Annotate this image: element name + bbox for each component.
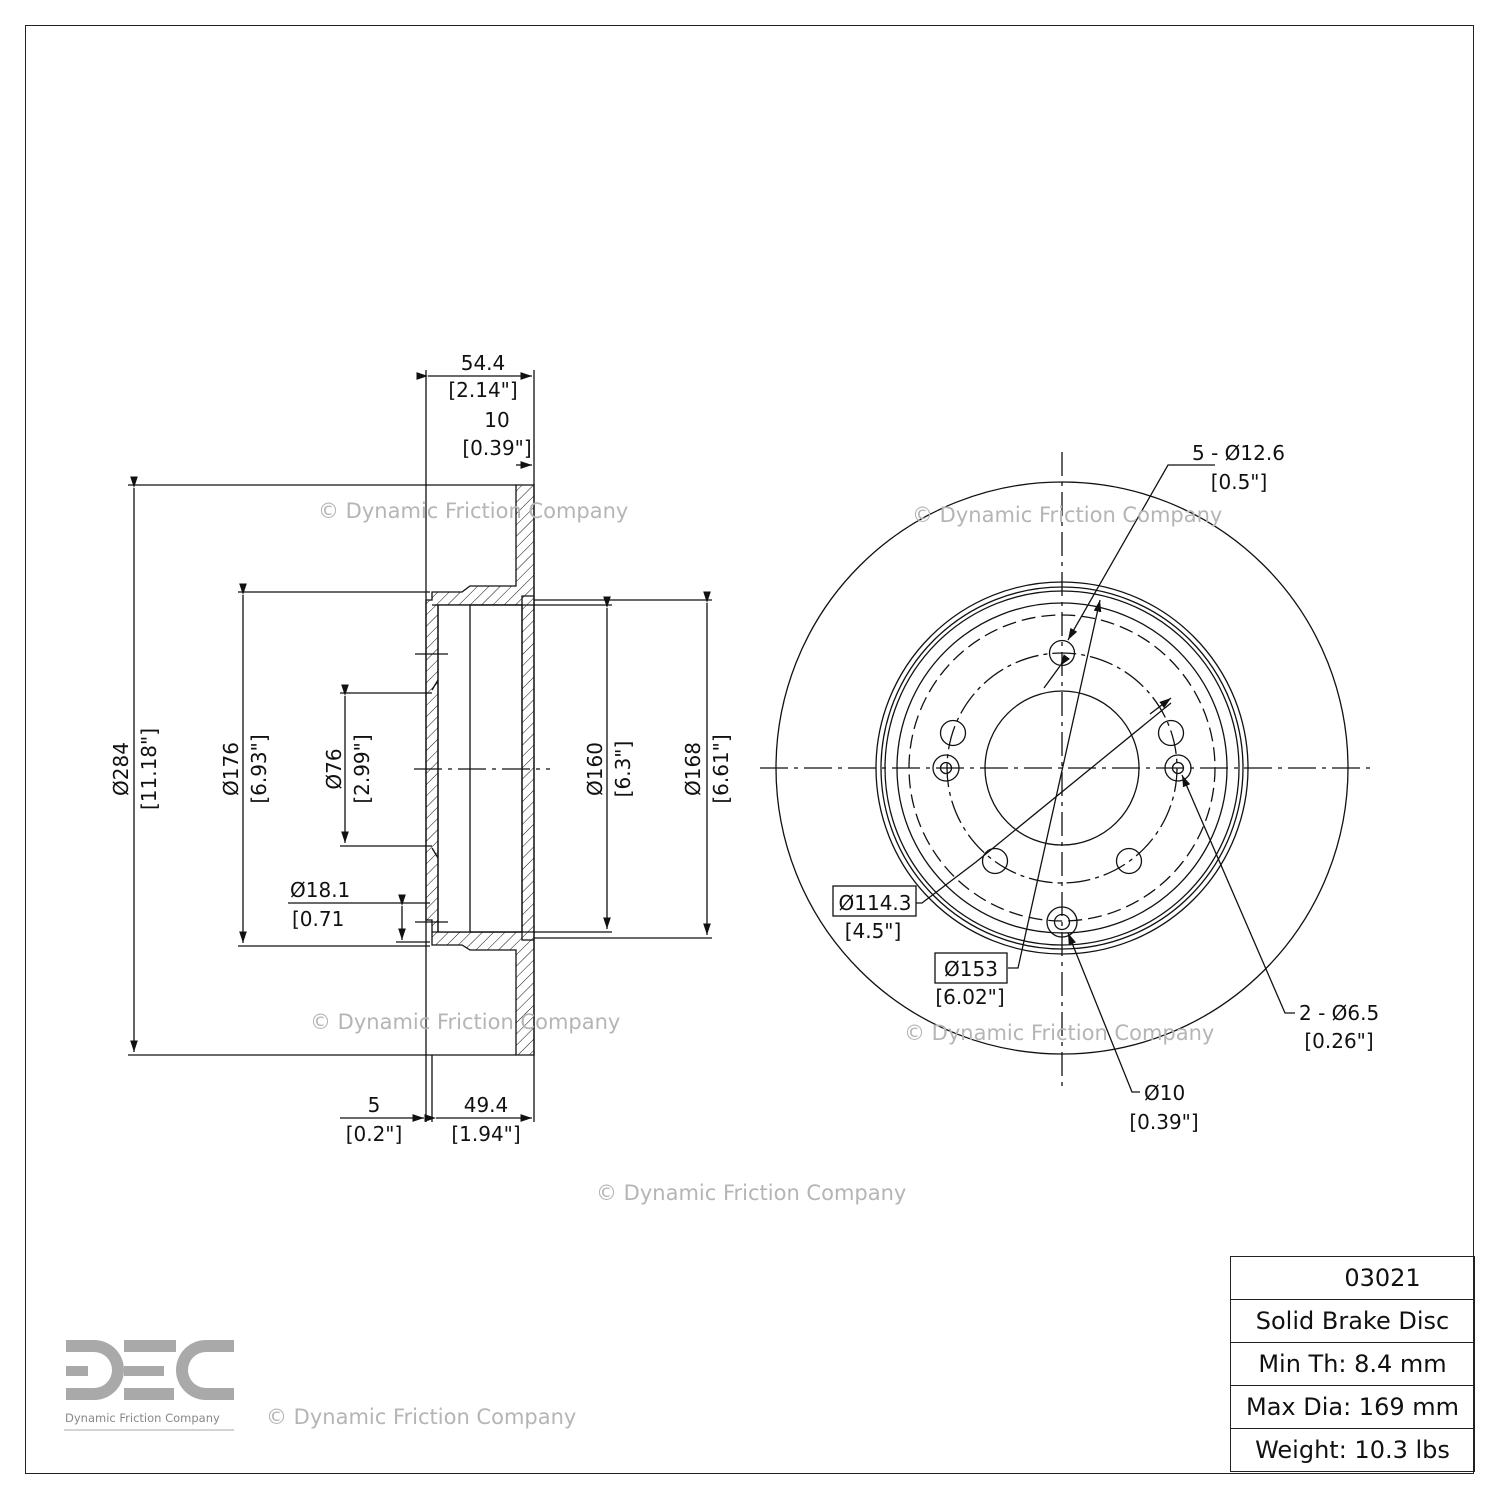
dim-label: [2.99"] xyxy=(350,734,374,803)
watermark: © Dynamic Friction Company xyxy=(310,1010,620,1034)
watermark: © Dynamic Friction Company xyxy=(266,1405,576,1429)
min-thickness: Min Th: 8.4 mm xyxy=(1230,1342,1475,1386)
logo-caption: Dynamic Friction Company xyxy=(65,1411,220,1425)
dim-label: Ø153 xyxy=(944,957,998,981)
side-section-view xyxy=(128,370,712,1122)
watermark: © Dynamic Friction Company xyxy=(912,503,1222,527)
dim-label: [6.61"] xyxy=(709,734,733,803)
dim-label: Ø76 xyxy=(322,748,346,789)
disc-type: Solid Brake Disc xyxy=(1230,1299,1475,1343)
dim-label: Ø176 xyxy=(219,742,243,796)
bolt-holes xyxy=(939,639,1185,875)
part-number: 03021 xyxy=(1230,1256,1475,1300)
dim-label: Ø10 xyxy=(1144,1081,1185,1105)
dim-label: 2 - Ø6.5 xyxy=(1299,1001,1379,1025)
dim-label: [2.14"] xyxy=(448,378,517,402)
dim-label: 49.4 xyxy=(464,1093,509,1117)
dfc-logo: Dynamic Friction Company xyxy=(64,1338,236,1438)
dim-label: 54.4 xyxy=(461,351,506,375)
dim-label: [0.2"] xyxy=(346,1122,403,1146)
spec-table: 03021 Solid Brake Disc Min Th: 8.4 mm Ma… xyxy=(1230,1256,1475,1472)
dim-label: [6.3"] xyxy=(611,741,635,798)
dim-label: Ø114.3 xyxy=(839,891,912,915)
front-view xyxy=(760,452,1372,1093)
dimension-labels: 54.4 [2.14"] 10 [0.39"] 5 [0.2"] 49.4 [1… xyxy=(109,351,1379,1146)
watermark: © Dynamic Friction Company xyxy=(318,499,628,523)
dim-label: [6.02"] xyxy=(935,985,1004,1009)
dim-label: [0.71 xyxy=(292,907,344,931)
dim-label: 5 xyxy=(368,1093,381,1117)
dim-label: [0.26"] xyxy=(1304,1029,1373,1053)
dim-label: [1.94"] xyxy=(451,1122,520,1146)
drawing-frame xyxy=(25,25,1474,1474)
dim-label: [4.5"] xyxy=(845,919,902,943)
dfc-logo-mark: Dynamic Friction Company xyxy=(64,1340,234,1431)
dim-label: [0.39"] xyxy=(1129,1110,1198,1134)
dim-label: [0.39"] xyxy=(462,436,531,460)
watermark: © Dynamic Friction Company xyxy=(904,1021,1214,1045)
dim-label: [6.93"] xyxy=(247,734,271,803)
watermarks: © Dynamic Friction Company © Dynamic Fri… xyxy=(266,499,1222,1429)
watermark: © Dynamic Friction Company xyxy=(596,1181,906,1205)
dim-label: [0.5"] xyxy=(1211,470,1268,494)
dim-label: 10 xyxy=(484,408,509,432)
dim-label: [11.18"] xyxy=(137,728,161,810)
dim-label: Ø284 xyxy=(109,742,133,796)
dim-label: Ø168 xyxy=(681,742,705,796)
max-diameter: Max Dia: 169 mm xyxy=(1230,1385,1475,1429)
dim-label: Ø160 xyxy=(583,742,607,796)
weight: Weight: 10.3 lbs xyxy=(1230,1428,1475,1472)
dim-label: 5 - Ø12.6 xyxy=(1192,441,1285,465)
dim-label: Ø18.1 xyxy=(290,878,350,902)
